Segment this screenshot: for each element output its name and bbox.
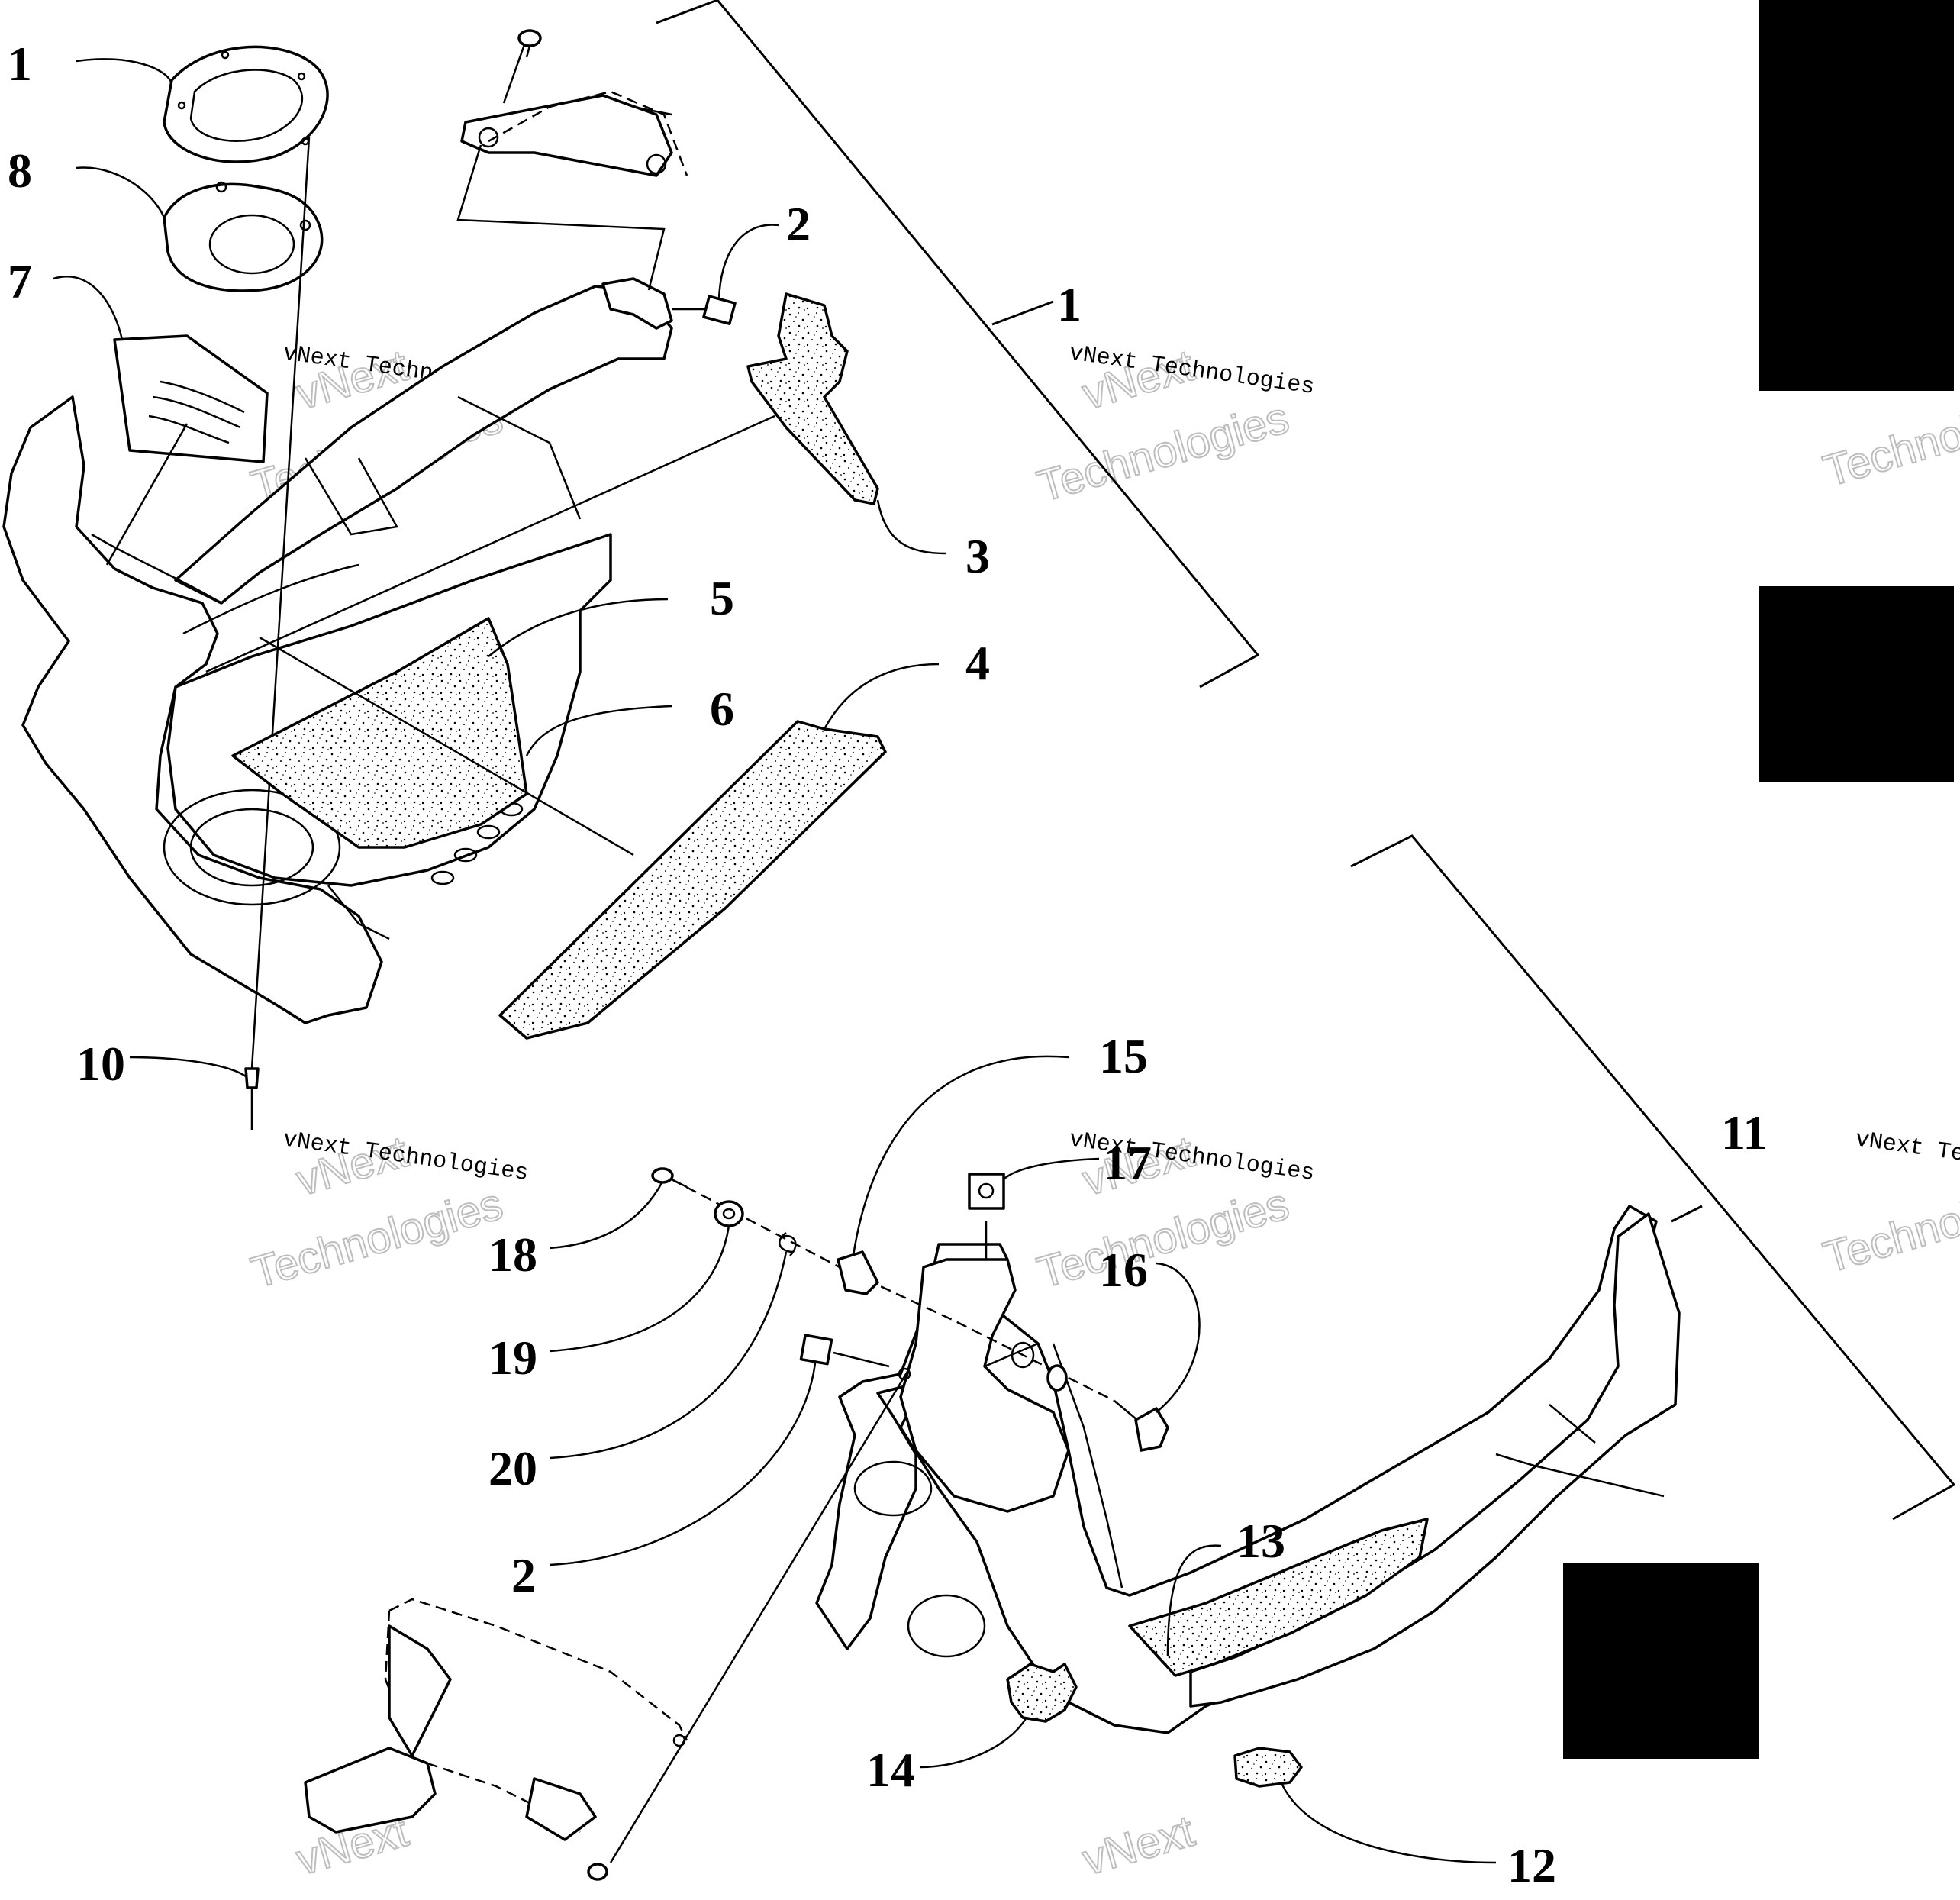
clip-20-icon	[779, 1231, 797, 1256]
top-hinge-bracket	[460, 90, 688, 177]
callout-10: 10	[76, 1037, 125, 1091]
info-label-panel	[113, 334, 269, 463]
leader-17	[1003, 1157, 1100, 1180]
grommet-15-icon	[837, 1250, 879, 1295]
assembly-bracket-11	[1350, 834, 1956, 1521]
watermark-word: Technologies	[1032, 1179, 1294, 1298]
clip-nut-2b-icon	[799, 1334, 833, 1366]
callout-13: 13	[1236, 1514, 1285, 1568]
callout-9: 1	[8, 37, 32, 91]
leader-16	[1156, 1262, 1201, 1413]
foam-seal-4	[498, 720, 887, 1040]
inner-panel-upper-arm	[174, 285, 673, 605]
inner-front-panel	[2, 395, 383, 1024]
callout-2b: 2	[511, 1548, 536, 1602]
callout-16: 16	[1099, 1243, 1148, 1297]
callout-1: 1	[1057, 277, 1082, 331]
washer-19-icon	[714, 1200, 744, 1227]
callout-6: 6	[710, 682, 734, 736]
leader-12	[1281, 1784, 1497, 1864]
lower-panel-right-fender	[1189, 1212, 1681, 1708]
screw-icon	[587, 1863, 608, 1881]
redaction-block	[1759, 0, 1954, 391]
leader-20	[549, 1251, 788, 1460]
leader-7	[53, 276, 124, 340]
leader-6	[525, 705, 672, 756]
gauge-bezel	[163, 181, 324, 292]
clip-nut-17-icon	[968, 1173, 1005, 1210]
foam-seal-14	[1006, 1663, 1078, 1723]
callout-4: 4	[965, 636, 990, 690]
watermark-word: Technologies	[1818, 377, 1960, 496]
bolt-18-icon	[651, 1167, 688, 1189]
leader-8	[76, 166, 166, 218]
cavity-round-opening	[163, 789, 341, 906]
leader-18	[549, 1181, 664, 1250]
lower-front-panel-assembly	[304, 834, 1956, 1881]
watermark-word: Technologies	[1032, 392, 1294, 511]
foam-seal-13	[1128, 1518, 1429, 1677]
rivet-icon	[244, 1067, 260, 1130]
lower-panel-column	[899, 1258, 1070, 1513]
callout-15: 15	[1099, 1029, 1148, 1083]
inner-panel-mount-tab	[601, 277, 673, 330]
leader-5	[488, 598, 669, 657]
leader-14	[919, 1717, 1028, 1769]
leader-9	[76, 58, 173, 85]
callout-labels: 1 8 7 2 1 3 5 4 6 10 15 11 17 16 18 19 2…	[8, 37, 1767, 1892]
callout-12: 12	[1507, 1838, 1556, 1892]
watermark-brand: vNext	[1077, 1806, 1199, 1885]
foam-seal-3	[746, 292, 879, 505]
clip-nut-icon	[702, 295, 737, 325]
callout-5: 5	[710, 571, 734, 625]
callout-3: 3	[965, 529, 990, 583]
watermark-company: vNext Technologies	[1854, 1127, 1960, 1187]
callout-8: 8	[8, 144, 32, 198]
redaction-block	[1759, 586, 1954, 782]
leader-13	[1166, 1544, 1222, 1657]
screw-icon	[517, 29, 542, 58]
push-rivet-16-icon	[1114, 1400, 1169, 1452]
redaction-blocks	[1563, 0, 1954, 1759]
callout-2: 2	[786, 197, 811, 251]
callout-11: 11	[1721, 1105, 1767, 1160]
assembly-bracket-1	[656, 0, 1260, 689]
leader-15	[852, 1055, 1069, 1256]
leader-10	[129, 1056, 247, 1078]
upper-front-panel-assembly	[2, 0, 1260, 1130]
trim-ring	[163, 45, 329, 163]
watermark-word: Technologies	[1818, 1163, 1960, 1282]
leader-3	[876, 499, 947, 555]
callout-19: 19	[488, 1331, 537, 1385]
leader-4	[823, 663, 940, 730]
callout-17: 17	[1103, 1136, 1152, 1190]
callout-18: 18	[488, 1227, 537, 1282]
redaction-block	[1563, 1563, 1759, 1759]
lower-support-bracket	[304, 1598, 688, 1841]
foam-seal-12	[1233, 1747, 1303, 1788]
leader-2b	[549, 1363, 817, 1566]
callout-7: 7	[8, 254, 32, 308]
callout-20: 20	[488, 1441, 537, 1495]
watermark-word: Technologies	[246, 1179, 508, 1298]
callout-14: 14	[866, 1743, 915, 1797]
leader-19	[549, 1225, 730, 1353]
leader-2a	[717, 224, 779, 300]
